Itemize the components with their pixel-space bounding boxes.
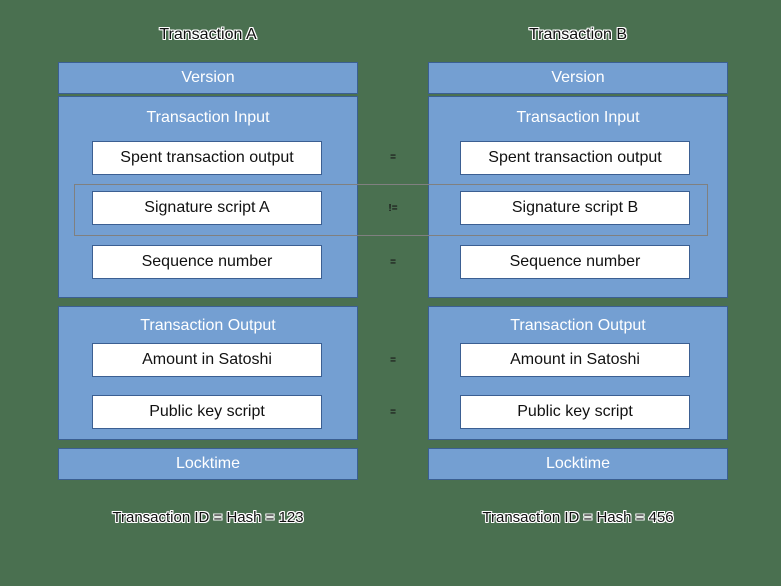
left-field-spent-transaction-output: Spent transaction output [92, 141, 322, 175]
column-title-transaction-a: Transaction A [159, 26, 257, 43]
right-locktime-bar: Locktime [428, 448, 728, 480]
right-field-signature-script: Signature script B [460, 191, 690, 225]
right-version-label: Version [551, 69, 605, 86]
right-transaction-input-heading: Transaction Input [516, 109, 640, 126]
right-locktime-label: Locktime [545, 455, 611, 472]
right-field-sequence-number: Sequence number [460, 245, 690, 279]
operator-spent-transaction-output: = [390, 152, 396, 163]
operator-public-key-script: = [390, 407, 396, 418]
hash-label-transaction-b: Transaction ID = Hash = 456 [482, 509, 674, 526]
left-locktime-label: Locktime [175, 455, 241, 472]
column-title-transaction-b: Transaction B [528, 26, 628, 43]
left-field-sequence-number: Sequence number [92, 245, 322, 279]
right-field-public-key-script: Public key script [460, 395, 690, 429]
left-field-amount-in-satoshi: Amount in Satoshi [92, 343, 322, 377]
left-field-signature-script: Signature script A [92, 191, 322, 225]
left-locktime-bar: Locktime [58, 448, 358, 480]
left-version-label: Version [181, 69, 235, 86]
operator-signature-script: != [388, 203, 398, 214]
left-field-public-key-script: Public key script [92, 395, 322, 429]
left-transaction-output-heading: Transaction Output [140, 317, 276, 334]
right-transaction-output-heading: Transaction Output [510, 317, 646, 334]
operator-sequence-number: = [390, 257, 396, 268]
right-version-bar: Version [428, 62, 728, 94]
right-field-spent-transaction-output: Spent transaction output [460, 141, 690, 175]
operator-amount-in-satoshi: = [390, 355, 396, 366]
left-transaction-input-heading: Transaction Input [146, 109, 270, 126]
hash-label-transaction-a: Transaction ID = Hash = 123 [112, 509, 304, 526]
left-version-bar: Version [58, 62, 358, 94]
right-field-amount-in-satoshi: Amount in Satoshi [460, 343, 690, 377]
